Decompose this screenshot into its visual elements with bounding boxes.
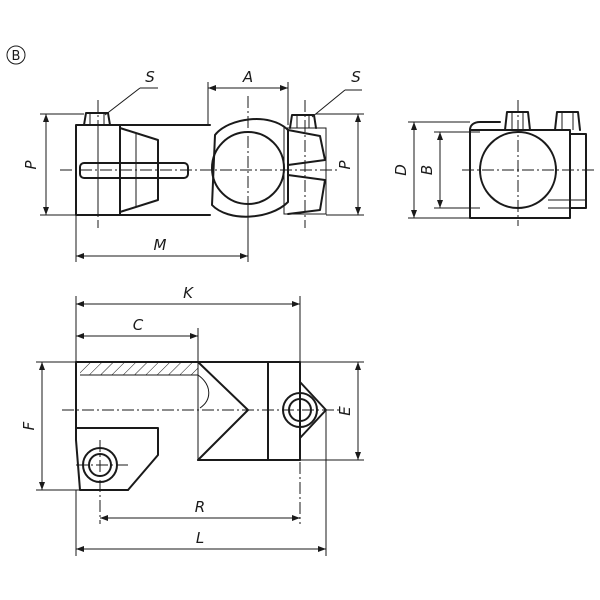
right-bolt-head [289, 114, 317, 129]
top-view: K C F E R L [20, 284, 364, 556]
dim-label-D: D [392, 164, 410, 176]
variant-badge-label: B [12, 49, 21, 64]
dim-label-S-left: S [145, 68, 155, 86]
tube-section-hatch [80, 363, 198, 375]
side-view: D B [392, 100, 596, 226]
dim-label-P-right: P [336, 160, 354, 170]
variant-badge: B [6, 45, 26, 65]
side-body [469, 129, 571, 219]
front-view: A S S P P M [22, 68, 364, 262]
dim-label-E: E [336, 406, 354, 416]
left-wedge [119, 127, 159, 213]
dim-label-K: K [183, 284, 194, 302]
dim-label-A: A [242, 68, 253, 86]
dim-label-R: R [195, 498, 205, 516]
left-bolt-head [83, 112, 111, 126]
dim-label-B: B [418, 165, 436, 175]
dim-label-M: M [154, 236, 167, 254]
ring-clamp [211, 118, 289, 218]
dim-label-L: L [196, 529, 204, 547]
dim-label-C: C [133, 316, 144, 334]
dim-label-S-right: S [351, 68, 361, 86]
dim-label-P-left: P [22, 160, 40, 170]
cone-tip [197, 361, 249, 461]
dim-label-F: F [20, 421, 38, 430]
side-bolt-head-right [554, 111, 581, 131]
